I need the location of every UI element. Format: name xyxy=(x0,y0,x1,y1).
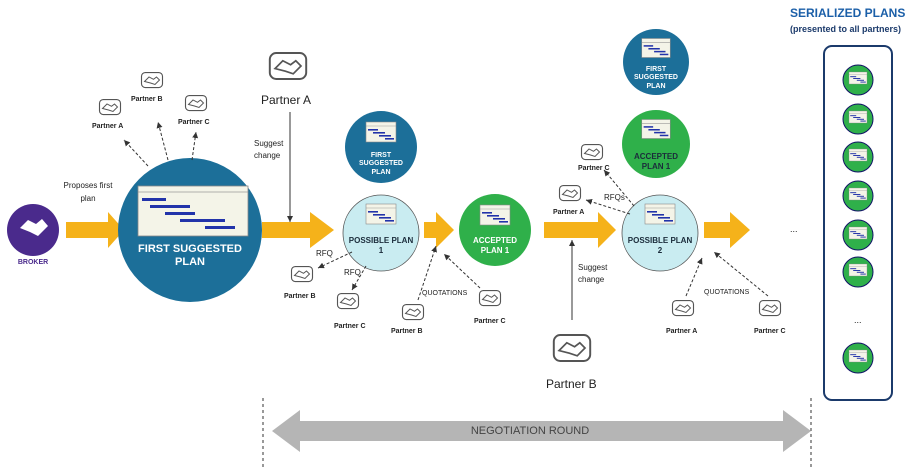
serialized-title: SERIALIZED PLANS xyxy=(790,6,906,20)
partner-c-label-5: Partner C xyxy=(754,328,786,335)
partner-c-rfq2-icon xyxy=(580,143,604,161)
partner-c-quote-icon xyxy=(478,289,502,307)
accepted-plan-1-label-2: ACCEPTED PLAN 1 xyxy=(633,152,678,171)
negotiation-round-label: NEGOTIATION ROUND xyxy=(470,425,590,437)
partner-a-label-5: Partner A xyxy=(666,328,698,335)
partner-b-label-2: Partner B xyxy=(284,293,316,300)
partner-c-rfq-icon xyxy=(336,292,360,310)
serialized-subtitle: (presented to all partners) xyxy=(790,24,902,34)
first-plan-dashed-arrows xyxy=(123,121,199,167)
partner-a-icon xyxy=(98,98,122,116)
first-suggested-label-1: FIRST SUGGESTED PLAN xyxy=(359,152,403,176)
partner-a-label-1: Partner A xyxy=(92,123,124,130)
suggest-change-1: Suggest change xyxy=(254,139,284,160)
serialized-ellipsis: ... xyxy=(854,315,862,325)
partner-a-large-label: Partner A xyxy=(261,93,312,107)
possible-plan-1-circle xyxy=(342,194,420,272)
possible-plan-1-label: POSSIBLE PLAN 1 xyxy=(348,236,414,255)
broker-hands-icon xyxy=(20,219,48,236)
partner-b-icon xyxy=(140,71,164,89)
partner-b-large-icon xyxy=(552,334,592,362)
round2-dashed-arrows xyxy=(585,169,769,297)
partner-c-label-1: Partner C xyxy=(178,119,210,126)
partner-b-quote-icon xyxy=(401,303,425,321)
partner-c-quote2-icon xyxy=(758,299,782,317)
broker-label: BROKER xyxy=(17,259,49,266)
round1-dashed-arrows xyxy=(317,245,481,301)
serialized-plan-icons xyxy=(842,64,874,374)
partner-b-rfq-icon xyxy=(290,265,314,283)
suggest-change-2: Suggest change xyxy=(578,263,608,284)
partner-a-rfq2-icon xyxy=(558,184,582,202)
quotations-label-2: QUOTATIONS xyxy=(704,289,750,296)
possible-plan-2-circle xyxy=(621,194,699,272)
negotiation-round-arrow xyxy=(272,410,811,452)
flow-ellipsis: ... xyxy=(790,224,798,234)
first-suggested-small-circle-1 xyxy=(345,111,417,183)
partner-b-label-3: Partner B xyxy=(391,328,423,335)
accepted-plan-1-circle xyxy=(459,194,531,266)
partner-b-large-label: Partner B xyxy=(546,377,597,391)
first-suggested-small-circle-2 xyxy=(623,29,689,95)
rfq-label-2: RFQ xyxy=(344,268,361,277)
rfqs-label: RFQs xyxy=(604,193,625,202)
flow-arrows xyxy=(66,212,750,248)
partner-c-label-4: Partner C xyxy=(578,165,610,172)
partner-b-label-1: Partner B xyxy=(131,96,163,103)
partner-a-quote2-icon xyxy=(671,299,695,317)
partner-c-label-3: Partner C xyxy=(474,318,506,325)
accepted-plan-1-label: ACCEPTED PLAN 1 xyxy=(472,236,517,255)
first-plan-label: FIRST SUGGESTED PLAN xyxy=(138,243,242,269)
partner-a-large-icon xyxy=(268,52,308,80)
possible-plan-2-label: POSSIBLE PLAN 2 xyxy=(627,236,693,255)
partner-c-icon xyxy=(184,94,208,112)
accepted-plan-1-circle-2 xyxy=(622,110,690,178)
first-suggested-label-2: FIRST SUGGESTED PLAN xyxy=(634,66,678,90)
first-plan-gantt xyxy=(137,185,249,237)
rfq-label-1: RFQ xyxy=(316,249,333,258)
partner-c-label-2: Partner C xyxy=(334,323,366,330)
proposes-text: Proposes first plan xyxy=(63,181,113,203)
quotations-label-1: QUOTATIONS xyxy=(422,290,468,297)
partner-a-label-4: Partner A xyxy=(553,209,585,216)
